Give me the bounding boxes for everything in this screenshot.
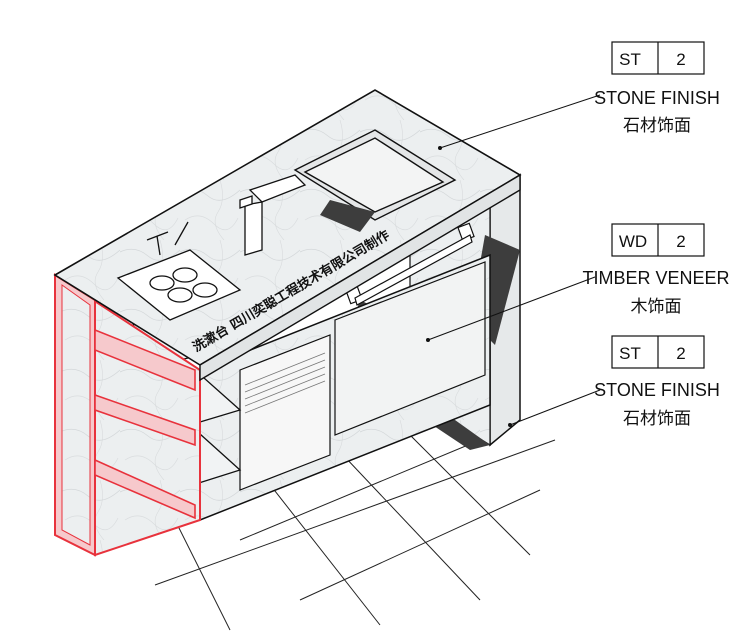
left-end-panel bbox=[54, 273, 201, 557]
callout-code: ST bbox=[619, 50, 641, 69]
faucet bbox=[239, 174, 307, 256]
callout-name-zh: 石材饰面 bbox=[623, 116, 691, 136]
callout-name-en: TIMBER VENEER bbox=[582, 268, 729, 288]
callout-name-zh: 木饰面 bbox=[631, 297, 682, 317]
callout-number: 2 bbox=[676, 344, 685, 363]
timber-door-panel bbox=[334, 261, 486, 436]
towel-bar bbox=[345, 222, 475, 306]
callout-stone-finish-top: ST 2 STONE FINISH 石材饰面 bbox=[594, 41, 720, 136]
leader-lines bbox=[427, 94, 601, 426]
callout-number: 2 bbox=[676, 50, 685, 69]
callout-name-en: STONE FINISH bbox=[594, 380, 720, 400]
callout-stone-finish-bottom: ST 2 STONE FINISH 石材饰面 bbox=[594, 335, 720, 429]
callout-name-zh: 石材饰面 bbox=[623, 409, 691, 429]
tap-handle bbox=[146, 221, 189, 256]
callout-name-en: STONE FINISH bbox=[594, 88, 720, 108]
drawer-slats bbox=[244, 352, 326, 414]
callout-code: WD bbox=[619, 232, 647, 251]
callout-code: ST bbox=[619, 344, 641, 363]
callout-timber-veneer: WD 2 TIMBER VENEER 木饰面 bbox=[582, 223, 730, 317]
cooktop bbox=[116, 249, 242, 321]
callout-number: 2 bbox=[676, 232, 685, 251]
leader-dots bbox=[426, 146, 512, 427]
sink-basin bbox=[293, 129, 457, 232]
